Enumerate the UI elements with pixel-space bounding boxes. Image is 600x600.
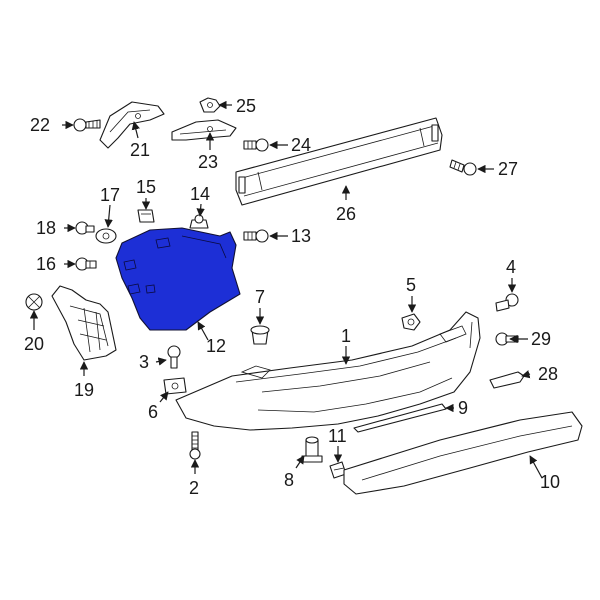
callout-22: 22	[30, 115, 50, 135]
clip-part-8[interactable]	[301, 436, 323, 463]
callout-12: 12	[206, 336, 226, 356]
clip-part-25[interactable]	[199, 97, 221, 113]
callout-2: 2	[189, 478, 199, 498]
bracket-part-23[interactable]	[171, 119, 237, 141]
callout-7: 7	[255, 287, 265, 307]
clip-part-14[interactable]	[189, 214, 209, 229]
callout-11: 11	[328, 426, 347, 446]
callout-5: 5	[406, 275, 416, 295]
molding-part-28[interactable]	[489, 371, 525, 389]
bumper-cover-part-1[interactable]	[175, 311, 481, 431]
callout-21: 21	[130, 140, 150, 160]
callout-18: 18	[36, 218, 56, 238]
callout-14: 14	[190, 184, 210, 204]
bolt-part-24[interactable]	[243, 138, 269, 152]
callout-8: 8	[284, 470, 294, 490]
callout-29: 29	[531, 329, 551, 349]
leader-lines	[29, 100, 543, 479]
callout-20: 20	[24, 334, 44, 354]
callout-19: 19	[74, 380, 94, 400]
callout-27: 27	[498, 159, 518, 179]
callout-28: 28	[538, 364, 558, 384]
bolt-part-27[interactable]	[449, 159, 477, 176]
clip-part-7[interactable]	[250, 325, 270, 345]
callout-24: 24	[291, 135, 311, 155]
lower-valance-part-10[interactable]	[343, 411, 583, 495]
callout-4: 4	[506, 257, 516, 277]
callout-6: 6	[148, 402, 158, 422]
callout-25: 25	[236, 96, 256, 116]
bolt-part-22[interactable]	[73, 118, 101, 132]
bolt-part-4[interactable]	[495, 293, 519, 312]
callout-13: 13	[291, 226, 311, 246]
side-bracket-part-12[interactable]	[115, 227, 241, 331]
bolt-part-3[interactable]	[167, 345, 181, 369]
callout-3: 3	[139, 352, 149, 372]
callout-17: 17	[100, 185, 120, 205]
callout-23: 23	[198, 152, 218, 172]
nut-part-6[interactable]	[163, 377, 187, 395]
clip-part-17[interactable]	[95, 228, 117, 244]
reinforcement-beam-part[interactable]	[235, 117, 443, 206]
callout-16: 16	[36, 254, 56, 274]
callout-1: 1	[341, 326, 351, 346]
callout-10: 10	[540, 472, 560, 492]
clip-part-15[interactable]	[137, 209, 155, 223]
retainer-part-16[interactable]	[75, 257, 97, 271]
retainer-part-18[interactable]	[75, 221, 95, 235]
bracket-part-21[interactable]	[99, 101, 165, 149]
clip-part-20[interactable]	[25, 293, 43, 311]
callout-15: 15	[136, 177, 156, 197]
callout-9: 9	[458, 398, 468, 418]
bolt-part-2[interactable]	[189, 431, 201, 460]
clip-part-5[interactable]	[401, 313, 421, 331]
callout-labels: 22 21 25 23 24 27 26 15 14 17 18 16 13 1…	[24, 96, 560, 498]
bolt-part-13[interactable]	[243, 229, 269, 243]
side-bracket-part-19[interactable]	[51, 285, 117, 361]
callout-26: 26	[336, 204, 356, 224]
